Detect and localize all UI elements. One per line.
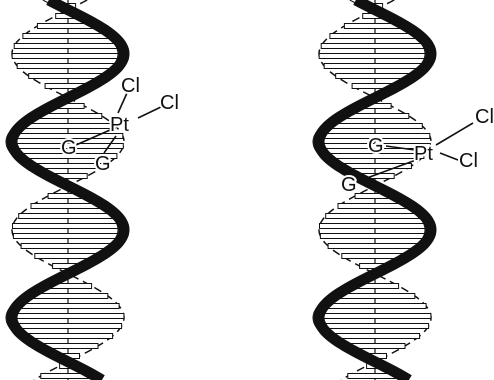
base-pair [326,214,425,219]
base-pair [324,64,426,69]
g-label-upper: G [61,137,77,159]
base-pair [12,314,124,319]
dna-helix-left [6,0,124,380]
base-pair [21,244,115,249]
base-pair [14,324,121,329]
cl-label-right: Cl [459,150,478,172]
bond-pt-cl-right [440,153,458,160]
cl-label-upper: Cl [121,75,140,97]
base-pair [321,324,428,329]
cl-label-right: Cl [160,92,179,114]
base-pair [19,214,118,219]
base-pair [330,34,420,39]
base-pair [320,234,429,239]
base-pair [14,44,122,49]
base-pair [21,124,116,129]
g-label-lower: G [341,174,357,196]
base-pair [324,304,426,309]
base-pair [320,224,431,229]
base-pair [328,244,422,249]
bond-pt-cl-upper [436,123,473,145]
base-pair [319,314,431,319]
g-label-lower: G [95,153,111,175]
base-pair [13,234,122,239]
base-pair [328,124,423,129]
base-pair [17,304,119,309]
base-pair [17,64,119,69]
pt-label: Pt [110,114,129,136]
g-label-upper: G [368,135,384,157]
base-pair [321,44,429,49]
cl-label-upper: Cl [475,106,494,128]
base-pair [12,54,124,59]
dna-helix-right [313,0,431,380]
base-pair [13,224,124,229]
base-pair [23,334,112,339]
base-pair [330,334,419,339]
base-pair [319,54,431,59]
base-pair [23,34,113,39]
pt-label: Pt [414,143,433,165]
